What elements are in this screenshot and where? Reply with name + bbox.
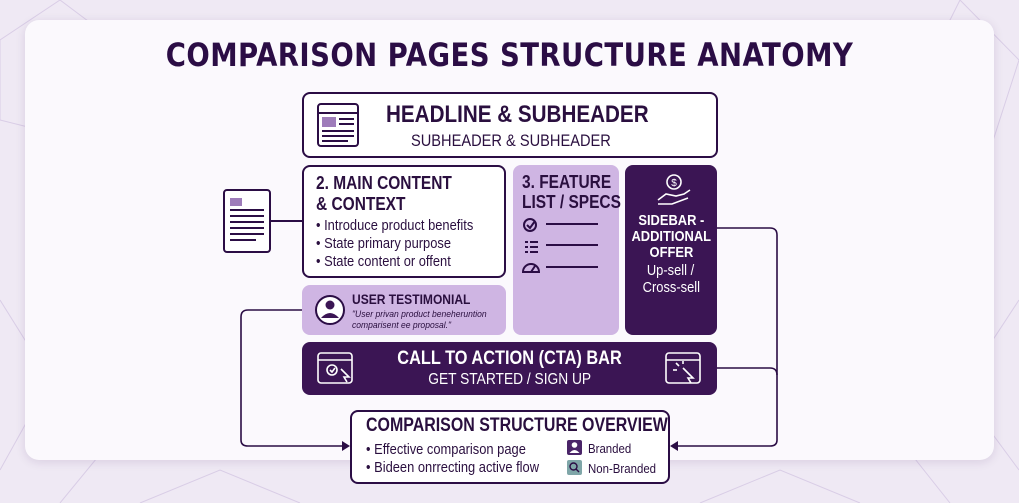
headline-box (302, 92, 718, 158)
headline-title: HEADLINE & SUBHEADER (386, 101, 649, 128)
sidebar-title-3: OFFER (649, 244, 693, 261)
main-content-bullet-2: • State primary purpose (316, 235, 452, 252)
overview-title: COMPARISON STRUCTURE OVERVIEW (366, 415, 668, 436)
cta-subtitle[interactable]: GET STARTED / SIGN UP (428, 371, 591, 388)
overview-box (350, 410, 670, 484)
testimonial-quote-1: "User privan product beneheruntion (352, 309, 487, 320)
sidebar-title-1: SIDEBAR - (638, 212, 704, 229)
main-content-bullet-3: • State content or offent (316, 253, 451, 270)
headline-subtitle: SUBHEADER & SUBHEADER (411, 131, 611, 150)
feature-list-title-2: LIST / SPECS (522, 192, 621, 212)
main-content-bullet-1: • Introduce product benefits (316, 217, 474, 234)
legend-non-branded-label: Non-Branded (588, 461, 657, 476)
legend-branded-label: Branded (588, 441, 632, 456)
page-title: COMPARISON PAGES STRUCTURE ANATOMY (165, 36, 854, 74)
testimonial-quote-2: comparisent ee proposal." (352, 320, 452, 331)
sidebar-text-1: Up-sell / (647, 262, 695, 279)
overview-bullet-1: • Effective comparison page (366, 441, 526, 458)
overview-bullet-2: • Bideen onrrecting active flow (366, 459, 540, 476)
main-content-title-1: 2. MAIN CONTENT (316, 173, 452, 193)
main-content-box (302, 165, 506, 278)
sidebar-text-2: Cross-sell (642, 279, 700, 296)
cta-title: CALL TO ACTION (CTA) BAR (397, 348, 622, 369)
sidebar-title-2: ADDITIONAL (631, 228, 712, 245)
feature-list-title-1: 3. FEATURE (522, 172, 612, 192)
testimonial-title: USER TESTIMONIAL (352, 291, 471, 307)
main-content-title-2: & CONTEXT (316, 194, 406, 214)
feature-list-box (513, 165, 619, 335)
cta-bar[interactable] (302, 342, 717, 395)
